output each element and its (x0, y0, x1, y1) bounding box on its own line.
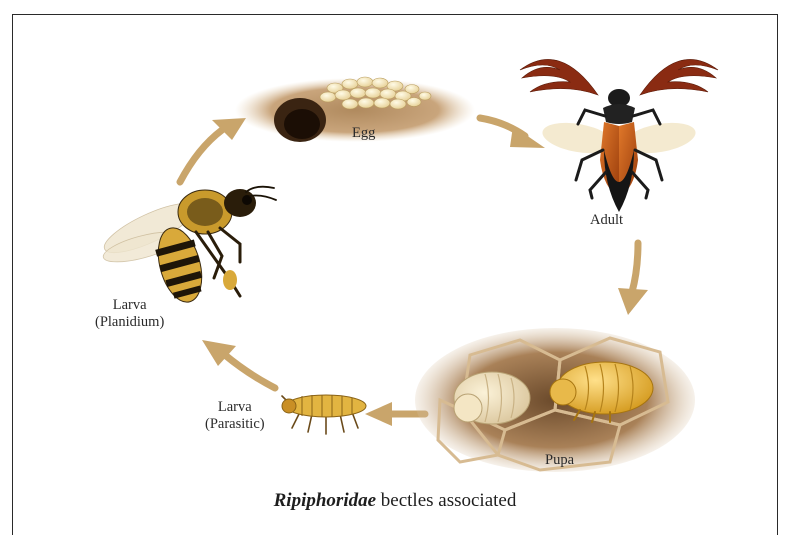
label-larva-parasitic-line2: (Parasitic) (205, 416, 265, 433)
label-pupa-text: Pupa (545, 452, 574, 469)
label-egg: Egg (352, 125, 375, 142)
parasitic-larva-illustration (282, 395, 366, 434)
figure-caption: Ripiphoridae bectles associated (0, 490, 790, 512)
label-adult: Adult (590, 212, 623, 229)
pupa-pale (454, 372, 530, 424)
arrow-bee-to-egg (180, 118, 246, 182)
label-larva-parasitic: Larva (Parasitic) (205, 399, 265, 433)
adult-beetle-illustration (520, 59, 718, 212)
arrow-egg-to-adult (480, 118, 545, 148)
pupa-comb-illustration (415, 328, 695, 472)
label-egg-text: Egg (352, 125, 375, 142)
arrow-parasitic-to-planidium (202, 340, 275, 388)
label-larva-planidium-line1: Larva (95, 297, 164, 314)
caption-taxon: Ripiphoridae (274, 490, 376, 511)
bee-host-illustration (99, 187, 276, 307)
label-larva-parasitic-line1: Larva (205, 399, 265, 416)
label-larva-planidium: Larva (Planidium) (95, 297, 164, 331)
arrow-adult-to-pupa (618, 243, 648, 315)
label-adult-text: Adult (590, 212, 623, 229)
caption-rest: bectles associated (376, 490, 516, 511)
label-larva-planidium-line2: (Planidium) (95, 314, 164, 331)
label-pupa: Pupa (545, 452, 574, 469)
